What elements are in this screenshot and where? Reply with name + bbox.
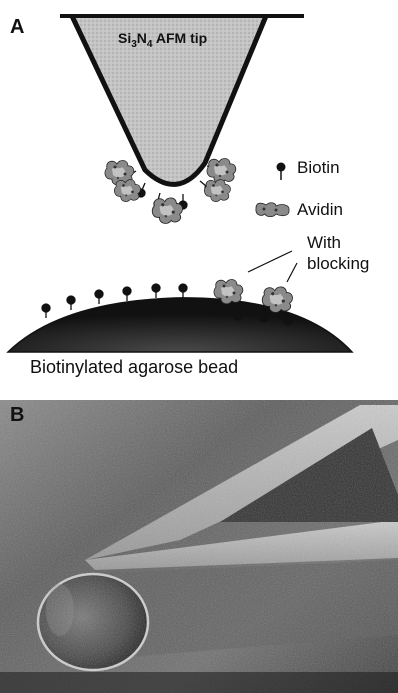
blocking-pointer-lines xyxy=(248,251,297,282)
sem-micrograph xyxy=(0,400,398,693)
biotin-legend-marker xyxy=(277,163,286,181)
with-blocking-label: With blocking xyxy=(307,232,369,274)
avidin-legend-label: Avidin xyxy=(297,200,343,220)
agarose-bead xyxy=(8,298,352,352)
bead-label: Biotinylated agarose bead xyxy=(30,357,238,378)
panel-b-letter: B xyxy=(10,404,24,427)
tip-label: Si3N4 AFM tip xyxy=(118,30,207,50)
avidin-legend-marker xyxy=(256,203,289,217)
biotin-legend-label: Biotin xyxy=(297,158,340,178)
